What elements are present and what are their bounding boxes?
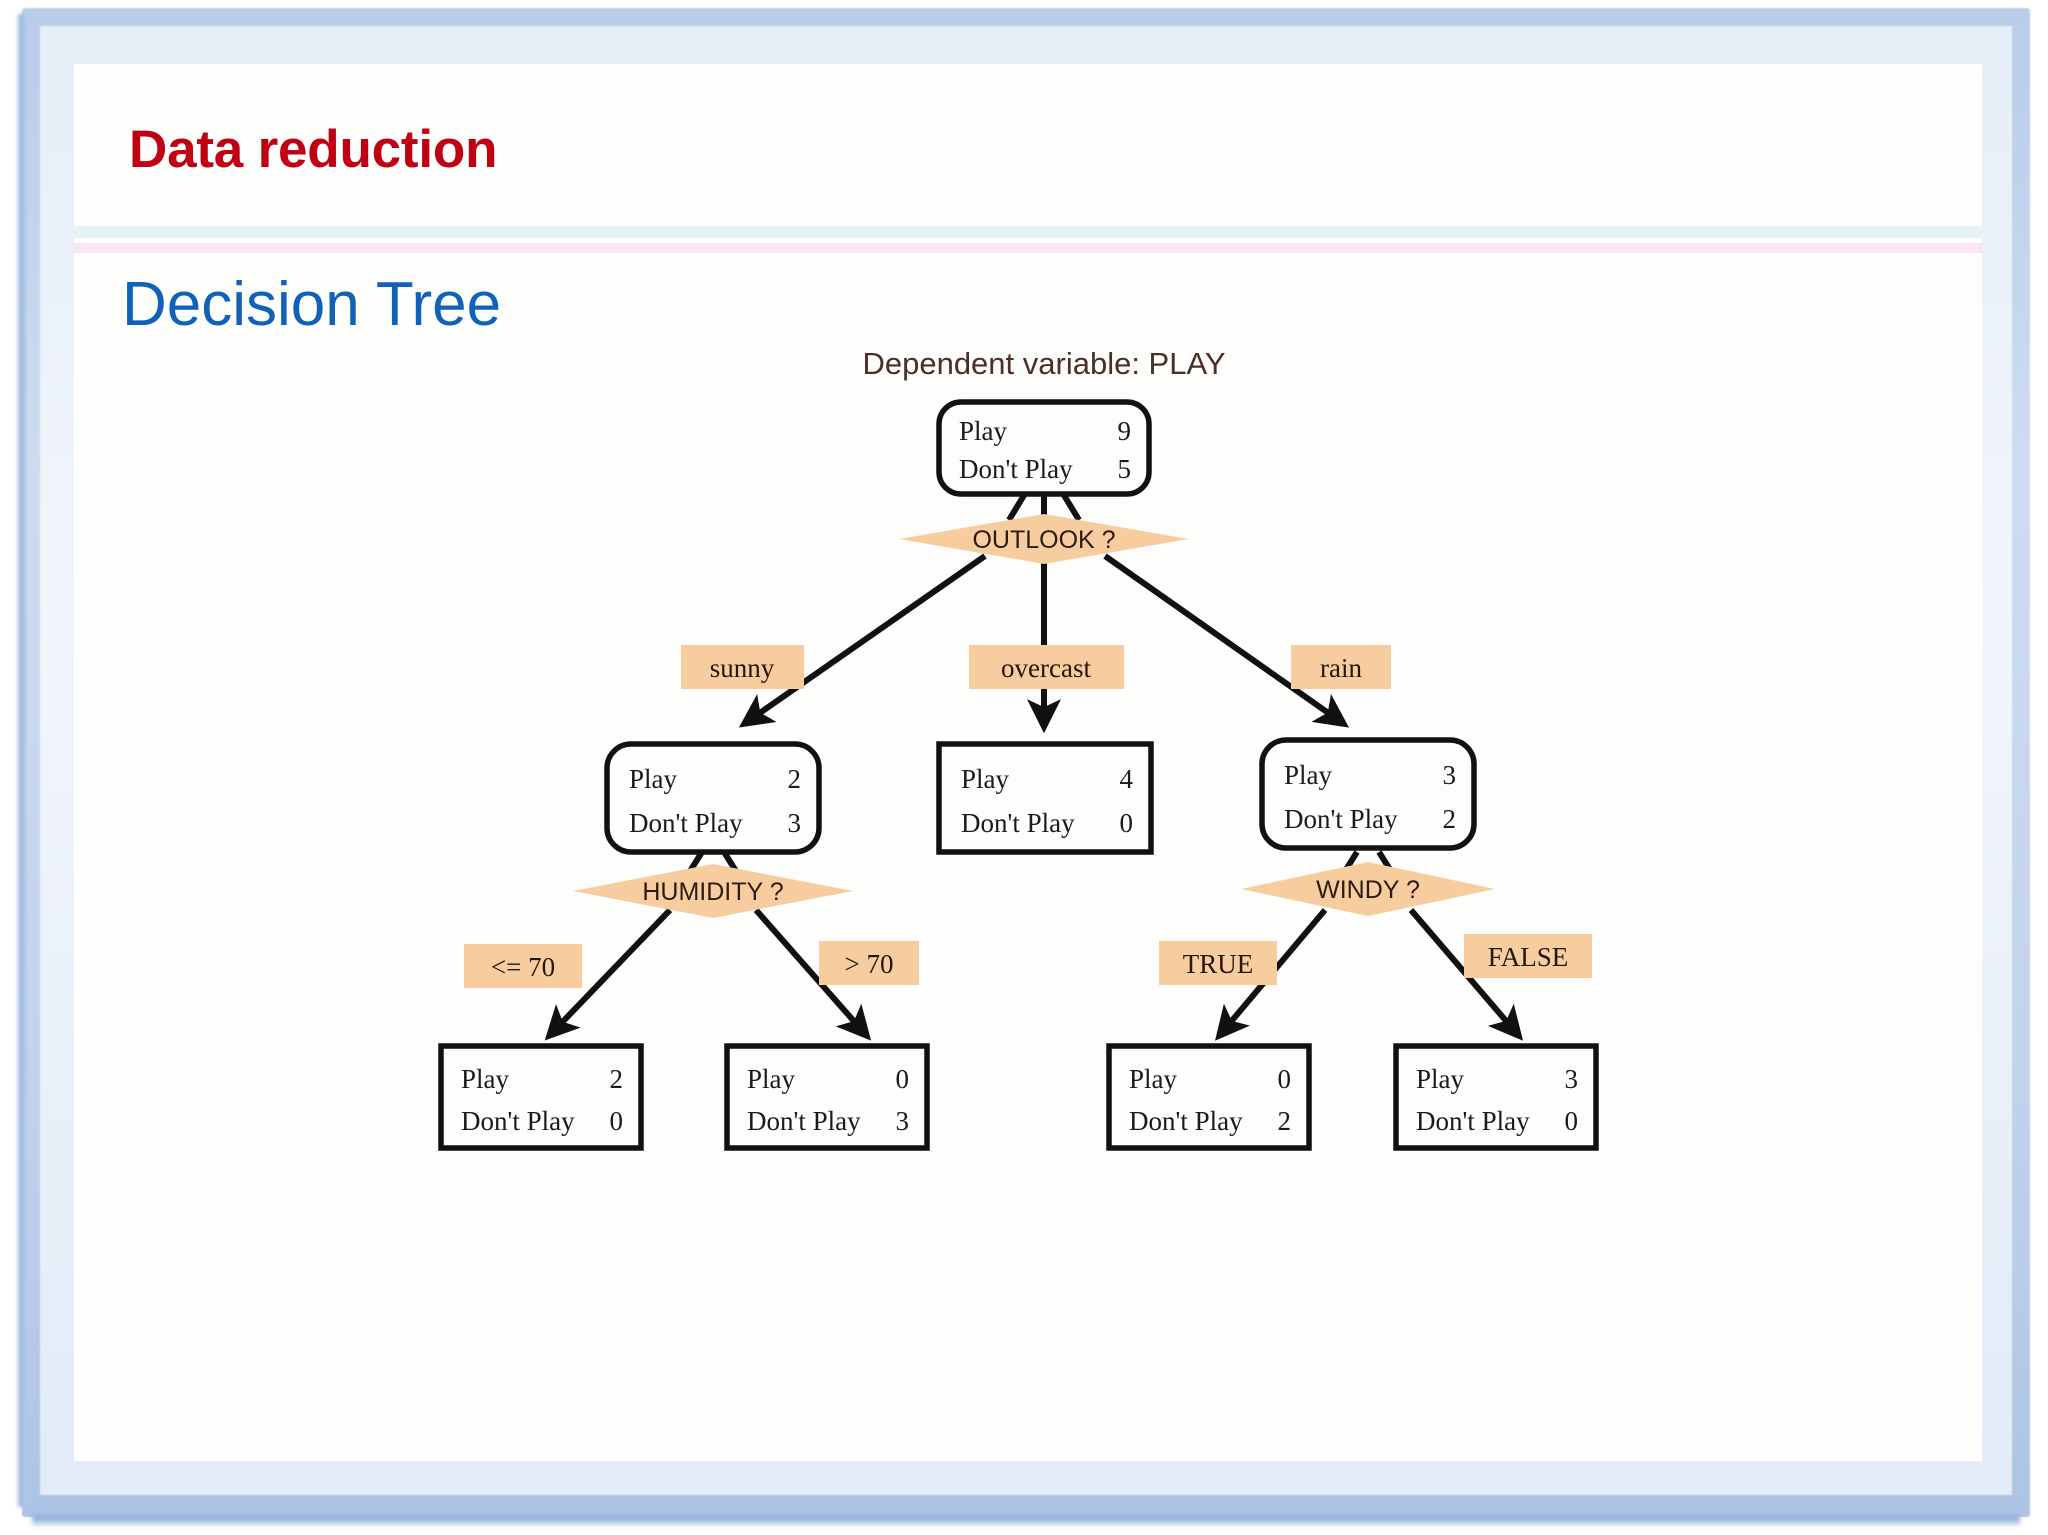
node-windy-true-play-label: Play — [1129, 1064, 1178, 1094]
svg-text:FALSE: FALSE — [1488, 942, 1569, 972]
decision-outlook-label: OUTLOOK ? — [972, 526, 1115, 554]
node-windy-true-dont-value: 2 — [1278, 1106, 1292, 1136]
decision-windy-label: WINDY ? — [1316, 876, 1420, 904]
node-sunny-dont-value: 3 — [788, 808, 802, 838]
node-hum-gt70-play-value: 0 — [896, 1064, 910, 1094]
node-overcast-dont-value: 0 — [1120, 808, 1134, 838]
node-root-dont-value: 5 — [1118, 454, 1132, 484]
page-title: Data reduction — [129, 120, 498, 179]
node-rain-dont-label: Don't Play — [1284, 804, 1398, 834]
tree-node-overcast: Play 4 Don't Play 0 — [936, 741, 1154, 855]
decision-humidity-label: HUMIDITY ? — [642, 878, 783, 906]
link-outlook-sunny — [738, 553, 987, 728]
slide-frame-left-sheen — [74, 64, 88, 1461]
slide-content: Data reduction Decision Tree Dependent v… — [74, 64, 1982, 1461]
svg-text:> 70: > 70 — [845, 949, 894, 979]
node-root-play-value: 9 — [1118, 416, 1132, 446]
tree-node-root: Play 9 Don't Play 5 — [936, 399, 1152, 497]
node-hum-le70-play-label: Play — [461, 1064, 510, 1094]
node-overcast-dont-label: Don't Play — [961, 808, 1075, 838]
node-hum-gt70-dont-label: Don't Play — [747, 1106, 861, 1136]
divider-teal — [74, 226, 1982, 238]
tree-node-windy-true: Play 0 Don't Play 2 — [1106, 1043, 1312, 1151]
figure-caption: Dependent variable: PLAY — [862, 346, 1225, 381]
tree-node-rain: Play 3 Don't Play 2 — [1259, 737, 1477, 851]
node-windy-false-dont-value: 0 — [1565, 1106, 1579, 1136]
link-humidity-le70 — [544, 907, 673, 1041]
section-subtitle: Decision Tree — [122, 270, 502, 339]
tree-node-hum-gt70: Play 0 Don't Play 3 — [724, 1043, 930, 1151]
slide-frame-top-sheen — [74, 64, 1982, 76]
edge-label-overcast: overcast — [969, 645, 1124, 689]
edge-label-windy-false: FALSE — [1464, 934, 1592, 978]
decision-tree-figure: Dependent variable: PLAY — [419, 344, 1669, 1174]
node-windy-true-play-value: 0 — [1278, 1064, 1292, 1094]
edge-label-windy-true: TRUE — [1159, 941, 1277, 985]
node-rain-dont-value: 2 — [1443, 804, 1457, 834]
node-root-dont-label: Don't Play — [959, 454, 1073, 484]
node-windy-false-play-value: 3 — [1565, 1064, 1579, 1094]
svg-text:rain: rain — [1320, 653, 1362, 683]
tree-node-hum-le70: Play 2 Don't Play 0 — [438, 1043, 644, 1151]
svg-text:<= 70: <= 70 — [491, 952, 555, 982]
edge-label-humidity-gt70: > 70 — [819, 941, 919, 985]
node-hum-le70-dont-value: 0 — [610, 1106, 624, 1136]
svg-text:sunny: sunny — [710, 653, 775, 683]
node-windy-false-play-label: Play — [1416, 1064, 1465, 1094]
node-hum-le70-dont-label: Don't Play — [461, 1106, 575, 1136]
link-humidity-gt70 — [753, 908, 872, 1041]
node-sunny-play-label: Play — [629, 764, 678, 794]
node-hum-le70-play-value: 2 — [610, 1064, 624, 1094]
node-sunny-play-value: 2 — [788, 764, 802, 794]
node-rain-play-value: 3 — [1443, 760, 1457, 790]
svg-text:TRUE: TRUE — [1183, 949, 1254, 979]
node-overcast-play-value: 4 — [1120, 764, 1134, 794]
decision-outlook: OUTLOOK ? — [899, 514, 1189, 564]
edge-label-rain: rain — [1291, 645, 1391, 689]
node-hum-gt70-play-label: Play — [747, 1064, 796, 1094]
edge-label-humidity-le70: <= 70 — [464, 944, 582, 988]
tree-node-windy-false: Play 3 Don't Play 0 — [1393, 1043, 1599, 1151]
node-windy-true-dont-label: Don't Play — [1129, 1106, 1243, 1136]
node-sunny-dont-label: Don't Play — [629, 808, 743, 838]
node-root-play-label: Play — [959, 416, 1008, 446]
decision-windy: WINDY ? — [1241, 862, 1495, 916]
link-outlook-rain — [1103, 553, 1350, 728]
node-hum-gt70-dont-value: 3 — [896, 1106, 910, 1136]
node-windy-false-dont-label: Don't Play — [1416, 1106, 1530, 1136]
node-overcast-play-label: Play — [961, 764, 1010, 794]
svg-text:overcast: overcast — [1001, 653, 1091, 683]
decision-humidity: HUMIDITY ? — [573, 864, 853, 918]
divider-pink — [74, 243, 1982, 253]
node-rain-play-label: Play — [1284, 760, 1333, 790]
edge-label-sunny: sunny — [681, 645, 804, 689]
tree-node-sunny: Play 2 Don't Play 3 — [604, 741, 822, 855]
